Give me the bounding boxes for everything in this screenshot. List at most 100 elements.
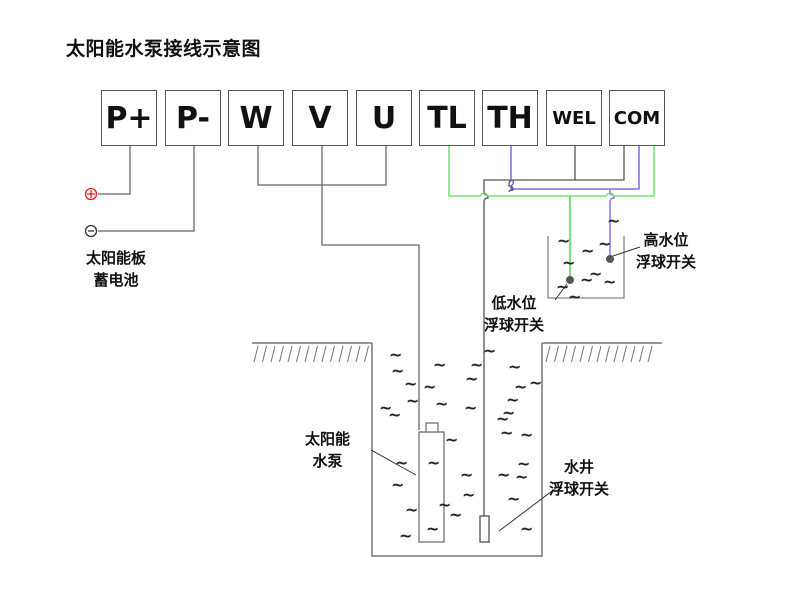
water-wave: ~ [395, 453, 408, 472]
terminal-u: U [356, 90, 412, 146]
water-wave: ~ [506, 390, 519, 409]
water-wave: ~ [557, 231, 570, 250]
ground-hatch [554, 345, 559, 363]
well-shaft [371, 343, 543, 557]
water-wave: ~ [515, 467, 528, 486]
terminal-tl: TL [419, 90, 475, 146]
wire-com-gray-main [483, 179, 514, 194]
water-tank [547, 236, 625, 299]
ground-hatch [355, 345, 361, 363]
well-float-line2: 浮球开关 [549, 480, 610, 498]
low-float-label: 低水位 浮球开关 [484, 292, 544, 336]
water-wave: ~ [580, 270, 593, 289]
pump-cap [425, 422, 439, 433]
ground-hatch [313, 345, 318, 363]
high-float-label: 高水位 浮球开关 [636, 229, 696, 273]
water-wave: ~ [529, 373, 542, 392]
water-wave: ~ [497, 465, 510, 484]
power-source-line1: 太阳能板 [86, 249, 147, 267]
terminal-wel: WEL [546, 90, 602, 146]
water-wave: ~ [568, 287, 581, 306]
wire-tl-green [448, 146, 655, 197]
wire-high-float [609, 189, 615, 258]
water-wave: ~ [423, 377, 436, 396]
water-wave: ~ [426, 519, 439, 538]
ground-hatch [588, 345, 593, 363]
ground-hatch [279, 345, 284, 363]
water-wave: ~ [379, 398, 392, 417]
well-float [479, 515, 490, 543]
terminal-w: W [228, 90, 284, 146]
ground-hatch [639, 345, 644, 363]
power-source-line2: 蓄电池 [93, 271, 139, 289]
ground-hatch [347, 345, 352, 363]
water-wave: ~ [460, 465, 473, 484]
water-wave: ~ [470, 355, 483, 374]
ground-hatch [262, 345, 267, 363]
water-wave: ~ [388, 405, 401, 424]
water-wave: ~ [496, 409, 509, 428]
water-wave: ~ [399, 526, 412, 545]
ground-hatch [296, 345, 301, 363]
ground-hatch [364, 345, 369, 363]
water-wave: ~ [438, 495, 451, 514]
water-wave: ~ [465, 369, 478, 388]
water-wave: ~ [581, 241, 594, 260]
ground-hatch [321, 345, 327, 363]
wire-p-plus [98, 146, 131, 195]
minus-terminal-icon [84, 224, 98, 238]
low-float-line1: 低水位 [491, 294, 537, 312]
low-float-leader [554, 283, 568, 301]
water-wave: ~ [435, 394, 448, 413]
high-float-line1: 高水位 [643, 231, 689, 249]
ground-hatch [571, 345, 576, 363]
pump-label: 太阳能 水泵 [305, 428, 350, 472]
plus-terminal-icon [84, 187, 98, 201]
water-wave: ~ [445, 430, 458, 449]
water-wave: ~ [520, 519, 533, 538]
water-wave: ~ [391, 361, 404, 380]
water-wave: ~ [405, 500, 418, 519]
power-source-label: 太阳能板 蓄电池 [86, 247, 146, 291]
water-wave: ~ [598, 234, 611, 253]
ground-hatch [287, 345, 293, 363]
ground-hatch [330, 345, 335, 363]
water-wave: ~ [464, 398, 477, 417]
well-float-label: 水井 浮球开关 [549, 456, 609, 500]
diagram-title: 太阳能水泵接线示意图 [66, 38, 262, 60]
terminal-th: TH [482, 90, 538, 146]
ground-hatch [622, 345, 627, 363]
terminal-p-minus: P- [165, 90, 221, 146]
water-wave: ~ [391, 475, 404, 494]
water-wave: ~ [500, 423, 513, 442]
low-float-line2: 浮球开关 [484, 316, 545, 334]
wire-p-minus [98, 146, 195, 232]
terminal-com: COM [609, 90, 665, 146]
ground-hatch [253, 345, 259, 363]
ground-hatch [605, 345, 610, 363]
terminal-v: V [292, 90, 348, 146]
water-wave: ~ [607, 211, 620, 230]
high-float-ball [606, 255, 614, 263]
ground-hatch [270, 345, 276, 363]
water-wave: ~ [514, 377, 527, 396]
pump-leader [370, 449, 417, 476]
ground-hatch [613, 345, 619, 363]
high-float-line2: 浮球开关 [636, 253, 697, 271]
water-wave: ~ [427, 453, 440, 472]
pump-line1: 太阳能 [305, 430, 351, 448]
ground-hatch [596, 345, 602, 363]
well-float-leader [498, 487, 557, 532]
wire-th-purple [510, 146, 640, 190]
ground-hatch [304, 345, 310, 363]
water-wave: ~ [562, 253, 575, 272]
ground-hatch [630, 345, 636, 363]
water-wave: ~ [483, 341, 496, 360]
water-wave: ~ [404, 374, 417, 393]
ground-hatch [647, 345, 653, 363]
wire-v [321, 146, 420, 430]
water-wave: ~ [517, 454, 530, 473]
pump-line2: 水泵 [312, 452, 343, 470]
